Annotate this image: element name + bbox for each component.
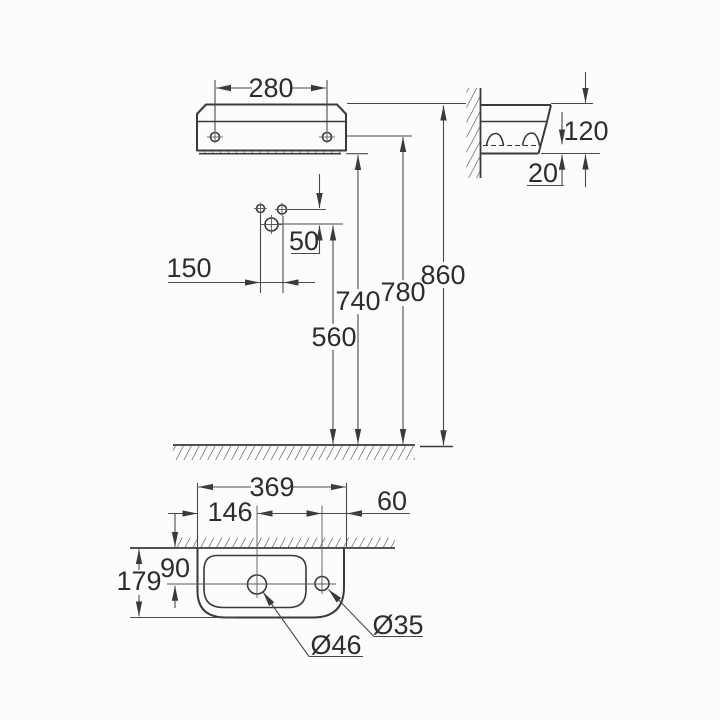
side-hole-diameter-label: Ø35 (372, 610, 423, 640)
dimension-740: 740 (335, 155, 381, 444)
bowl-inner-outline (203, 554, 307, 609)
fixing-height-label: 780 (380, 277, 425, 307)
rim-height-label: 860 (420, 260, 465, 290)
installation-height-dimensions: 860 780 740 560 (173, 105, 466, 460)
dimension-560: 560 (311, 225, 357, 444)
hole-from-right-label: 60 (377, 486, 407, 516)
fixing-hole-right (319, 131, 335, 143)
basin-front-bottom-hatch (199, 150, 340, 154)
interior-contour-left (485, 132, 505, 146)
underside-height-label: 740 (335, 286, 380, 316)
plan-depth-label: 179 (116, 566, 161, 596)
overhang-label: 20 (528, 158, 558, 188)
tap-from-left-label: 146 (207, 497, 252, 527)
dimension-120: 120 (563, 72, 609, 187)
floor-hatch (173, 446, 415, 460)
basin-plan-outline (196, 548, 345, 619)
side-depth-label: 120 (563, 116, 608, 146)
plan-view: 369 146 60 90 179 (116, 472, 423, 660)
dimension-280: 280 (214, 73, 328, 131)
tap-pilot-hole-left (254, 202, 267, 215)
front-width-label: 280 (248, 73, 293, 103)
tap-hole-diameter-label: Ø46 (310, 630, 361, 660)
dimension-369: 369 (196, 472, 348, 547)
tap-from-wall-label: 90 (160, 553, 190, 583)
tap-hole-diameter-callout: Ø46 (262, 591, 363, 660)
dimension-90: 90 (160, 513, 190, 608)
dimension-146-60: 146 60 (168, 486, 410, 527)
wall-hatch (466, 88, 481, 178)
dimension-50: 50 (289, 174, 323, 256)
basin-front-outline (196, 103, 347, 152)
dimension-20: 20 (527, 112, 566, 188)
dimension-860: 860 (420, 105, 466, 446)
tap-pitch-label: 50 (289, 226, 319, 256)
side-section-view: 120 20 (466, 72, 609, 188)
tap-hole-detail: 50 150 (166, 174, 343, 293)
plan-wall-hatch (176, 537, 395, 548)
dimension-179: 179 (116, 549, 162, 617)
fixing-hole-left (207, 131, 223, 143)
trap-height-label: 560 (311, 322, 356, 352)
side-hole-diameter-callout: Ø35 (328, 589, 424, 640)
plan-width-label: 369 (249, 472, 294, 502)
floor-line (173, 444, 453, 460)
dimension-150: 150 (166, 253, 315, 286)
tap-offset-label: 150 (166, 253, 211, 283)
basin-side-front-edge (537, 104, 552, 154)
interior-contour-right (521, 132, 541, 146)
tap-pilot-hole-right (275, 203, 289, 216)
front-elevation-view: 280 (196, 73, 466, 155)
dimension-780: 780 (380, 137, 426, 444)
